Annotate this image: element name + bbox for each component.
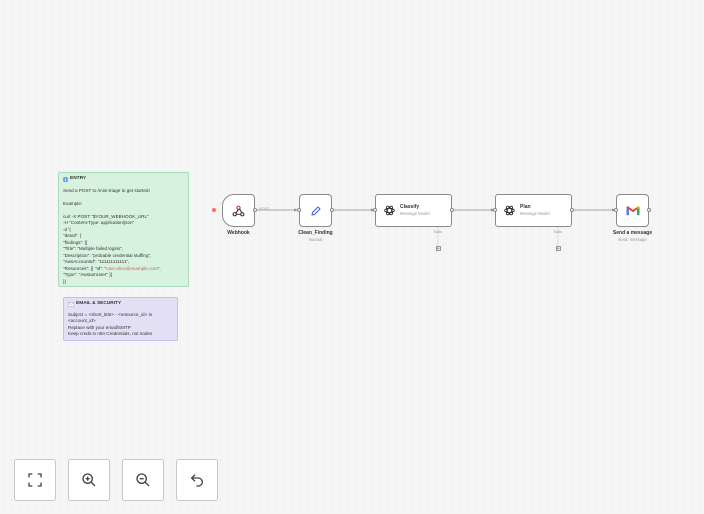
plan-input-handle[interactable]	[493, 208, 497, 212]
sticky-entry-code-b: ", "Type": "AwsIamUser" }] }]	[63, 265, 161, 284]
sticky-email-body: Subject = <short_title> - <resource_id> …	[68, 311, 153, 337]
node-webhook-label: Webhook	[227, 230, 250, 236]
gmail-icon	[626, 206, 639, 216]
sticky-entry-line2: Example:	[63, 200, 83, 206]
sticky-entry-code-email: user:alice@example.com	[106, 265, 158, 271]
node-gmail-label: Send a message	[612, 230, 653, 236]
node-classify-title: Classify	[400, 204, 420, 210]
classify-text: Classify Message Model	[400, 204, 430, 217]
trigger-indicator	[212, 208, 216, 212]
plan-add-tool-button[interactable]: +	[555, 246, 561, 252]
classify-add-tool-button[interactable]: +	[435, 246, 441, 252]
clean-input-handle[interactable]	[297, 208, 301, 212]
classify-input-handle[interactable]	[373, 208, 377, 212]
openai-icon	[384, 205, 395, 216]
zoom-out-icon	[136, 473, 150, 487]
sticky-note-email-security[interactable]: EMAIL & SECURITY Subject = <short_title>…	[63, 297, 178, 341]
sticky-email-header: EMAIL & SECURITY	[68, 301, 173, 308]
envelope-icon	[68, 302, 74, 307]
node-plan[interactable]: Plan Message Model	[495, 194, 572, 227]
classify-output-handle[interactable]	[450, 208, 454, 212]
clean-output-handle[interactable]	[330, 208, 334, 212]
pencil-icon	[311, 206, 320, 215]
fit-view-button[interactable]	[14, 459, 56, 501]
node-clean-finding[interactable]	[299, 194, 332, 227]
zoom-out-button[interactable]	[122, 459, 164, 501]
sticky-note-entry[interactable]: ENTRY Send a POST to /mini-triage to get…	[58, 172, 189, 287]
node-classify[interactable]: Classify Message Model	[375, 194, 452, 227]
webhook-icon	[232, 205, 245, 216]
zoom-in-button[interactable]	[68, 459, 110, 501]
webhook-output-handle[interactable]	[253, 208, 257, 212]
node-plan-title: Plan	[520, 204, 531, 210]
node-gmail[interactable]	[616, 194, 649, 227]
down-arrow-icon	[63, 177, 68, 182]
plan-text: Plan Message Model	[520, 204, 550, 217]
sticky-entry-code-a: curl -X POST "$YOUR_WEBHOOK_URL" -H "Con…	[63, 213, 152, 271]
node-clean-sublabel: manual	[308, 237, 323, 242]
sticky-entry-title: ENTRY	[70, 176, 87, 181]
edge-label-post: POST	[259, 207, 270, 211]
undo-button[interactable]	[176, 459, 218, 501]
plan-tools-label: Tools	[553, 230, 562, 234]
zoom-in-icon	[82, 473, 96, 487]
sticky-entry-line1: Send a POST to /mini-triage to get start…	[63, 187, 150, 193]
classify-tools-label: Tools	[433, 230, 442, 234]
node-plan-subtitle: Message Model	[520, 211, 550, 216]
undo-icon	[190, 474, 203, 487]
sticky-email-title: EMAIL & SECURITY	[76, 301, 122, 306]
sticky-entry-body: Send a POST to /mini-triage to get start…	[63, 188, 184, 286]
fit-view-icon	[28, 473, 42, 487]
sticky-entry-header: ENTRY	[63, 176, 184, 183]
gmail-output-handle[interactable]	[647, 208, 651, 212]
openai-icon	[504, 205, 515, 216]
node-gmail-sublabel: send: message	[618, 237, 647, 242]
node-clean-label: Clean_Finding	[298, 230, 333, 236]
node-webhook[interactable]	[222, 194, 255, 227]
plan-output-handle[interactable]	[570, 208, 574, 212]
node-classify-subtitle: Message Model	[400, 211, 430, 216]
gmail-input-handle[interactable]	[614, 208, 618, 212]
